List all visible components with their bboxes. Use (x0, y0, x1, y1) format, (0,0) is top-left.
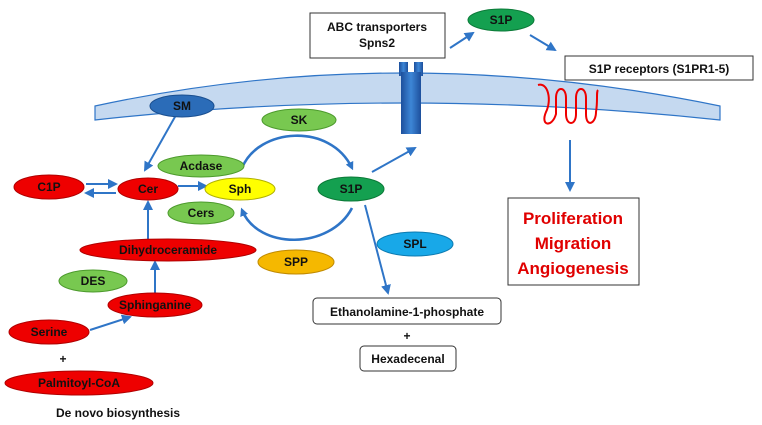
svg-text:Dihydroceramide: Dihydroceramide (119, 243, 217, 257)
arrow-sm-to-cer (144, 114, 177, 172)
palmitoyl-coa-node: Palmitoyl-CoA (4, 370, 154, 396)
svg-text:SPL: SPL (403, 237, 426, 251)
svg-text:Sphinganine: Sphinganine (119, 298, 191, 312)
des-node: DES (58, 269, 128, 293)
svg-text:Palmitoyl-CoA: Palmitoyl-CoA (38, 376, 120, 390)
cer-node: Cer (117, 177, 179, 201)
svg-text:SK: SK (291, 113, 308, 127)
sk-node: SK (261, 108, 337, 132)
receptor-label: S1P receptors (S1PR1-5) (589, 62, 730, 76)
acdase-node: Acdase (157, 154, 245, 178)
arrow-s1p-to-products (364, 204, 391, 295)
plus-sign-products: + (403, 329, 410, 343)
transporter-box (309, 12, 446, 59)
spl-node: SPL (376, 231, 454, 257)
de-novo-caption: De novo biosynthesis (56, 406, 180, 420)
hexadecenal-label: Hexadecenal (371, 352, 444, 366)
arrow-spp-cycle-bottom (240, 207, 354, 241)
svg-text:Sph: Sph (229, 182, 252, 196)
s1p-inner-node: S1P (317, 176, 385, 202)
svg-text:C1P: C1P (37, 180, 60, 194)
outcome-proliferation: Proliferation (523, 209, 623, 228)
outcome-angiogenesis: Angiogenesis (517, 259, 628, 278)
sph-node: Sph (204, 177, 276, 201)
sm-node: SM (149, 94, 215, 118)
seven-transmembrane-receptor-icon (537, 83, 599, 125)
svg-text:S1P: S1P (490, 13, 513, 27)
spp-node: SPP (257, 249, 335, 275)
svg-text:S1P: S1P (340, 182, 363, 196)
svg-text:Serine: Serine (31, 325, 68, 339)
s1p-outer-node: S1P (467, 8, 535, 32)
transporter-label-line1: ABC transporters (327, 20, 427, 34)
arrow-s1p-to-transporter (371, 147, 417, 173)
sphinganine-node: Sphinganine (107, 292, 203, 318)
svg-text:Acdase: Acdase (180, 159, 223, 173)
serine-node: Serine (8, 319, 90, 345)
ethanolamine-box (312, 297, 502, 325)
svg-text:SM: SM (173, 99, 191, 113)
hexadecenal-box (359, 345, 457, 372)
arrow-s1p-out-to-receptor (529, 34, 557, 52)
membrane-transporter-icon (399, 62, 423, 134)
outcome-box (507, 197, 640, 286)
ethanolamine-label: Ethanolamine-1-phosphate (330, 305, 484, 319)
c1p-node: C1P (13, 174, 85, 200)
receptor-box (564, 55, 754, 81)
svg-text:DES: DES (81, 274, 106, 288)
plus-sign-precursors: + (59, 352, 66, 366)
svg-text:SPP: SPP (284, 255, 308, 269)
svg-text:Cers: Cers (188, 206, 215, 220)
arrow-transporter-to-s1p-out (449, 31, 475, 49)
pathway-arrows (84, 31, 575, 331)
arrow-serine-to-sphinganine (89, 314, 132, 331)
outcome-migration: Migration (535, 234, 612, 253)
arrow-sk-cycle-top (240, 134, 354, 171)
cers-node: Cers (167, 201, 235, 225)
svg-text:Cer: Cer (138, 182, 158, 196)
dihydroceramide-node: Dihydroceramide (79, 238, 257, 262)
transporter-label-line2: Spns2 (359, 36, 395, 50)
